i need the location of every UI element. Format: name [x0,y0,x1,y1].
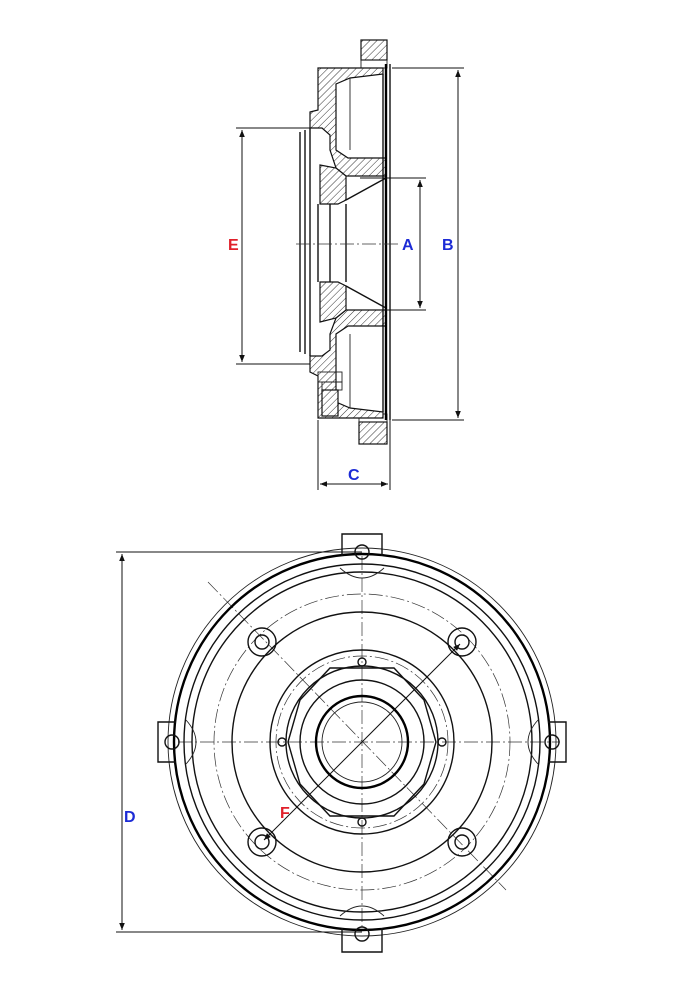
label-e: E [228,237,239,254]
label-f: F [280,805,290,822]
lower-wall-section [309,309,387,419]
side-section-view [236,39,464,490]
bottom-lug-front [341,928,383,953]
label-c: C [348,467,360,484]
label-b: B [442,237,454,254]
right-lug-front [548,721,567,763]
dimension-line-f [263,643,461,841]
front-view [116,533,567,953]
label-d: D [124,809,136,826]
top-lug-front [341,533,383,556]
bottom-lug [358,421,388,445]
label-a: A [402,237,414,254]
upper-wall-section [309,67,387,177]
left-lug-front [157,721,176,763]
top-lug [360,39,388,61]
